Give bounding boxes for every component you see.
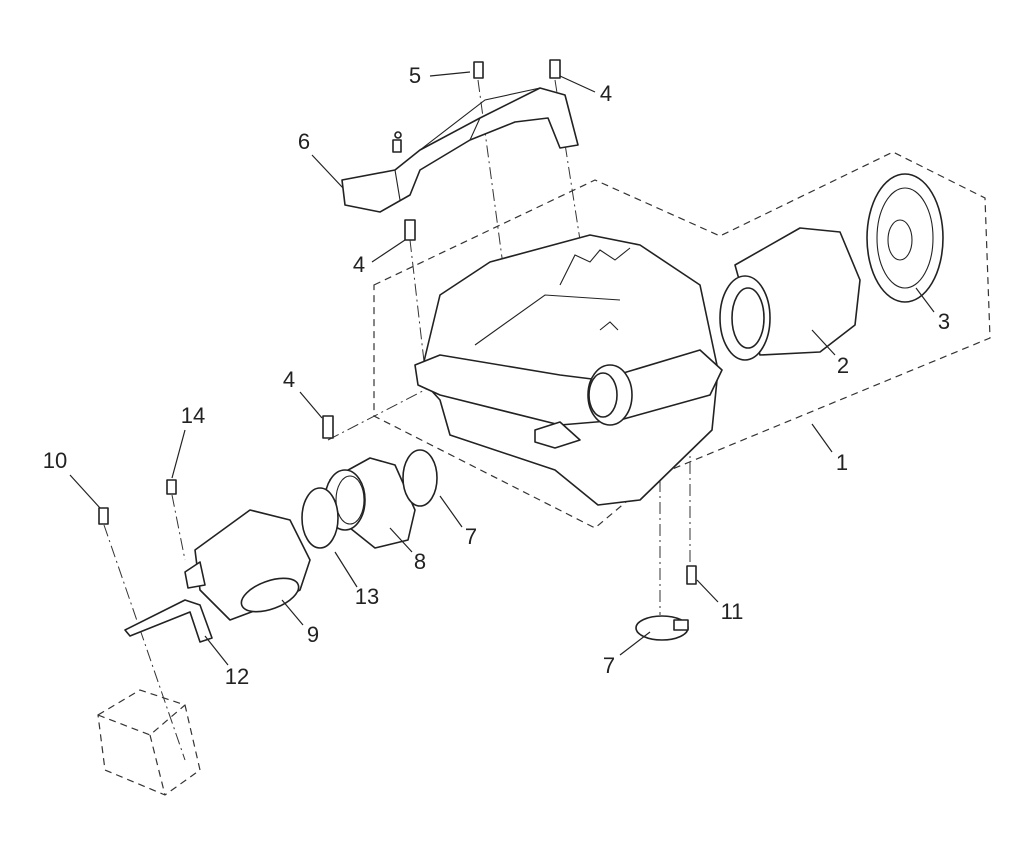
bolt-5	[473, 61, 484, 79]
nut-5	[394, 131, 402, 139]
bolt-4-left	[404, 219, 416, 241]
battery-box-reference	[97, 689, 201, 796]
callouts: 5 4 6 4 3 2 1 4 14 10 7 8 13 9 11 7 12	[43, 63, 950, 689]
bolt-11	[686, 565, 697, 585]
intake-coupler	[324, 457, 416, 549]
assembly-1-boundary	[373, 151, 991, 529]
callout-12: 12	[225, 664, 249, 689]
callout-7-upper: 7	[465, 524, 477, 549]
bolt-4-top	[549, 59, 561, 79]
callout-5: 5	[409, 63, 421, 88]
callout-3: 3	[938, 309, 950, 334]
hose-clamp-lower	[635, 615, 689, 641]
callout-7-lower: 7	[603, 653, 615, 678]
bolt-14	[166, 479, 177, 495]
callout-6: 6	[298, 129, 310, 154]
air-filter	[719, 227, 861, 361]
bolts	[98, 59, 697, 585]
callout-14: 14	[181, 403, 205, 428]
callout-2: 2	[837, 353, 849, 378]
upper-intake-cover	[341, 87, 579, 213]
lower-intake-duct	[184, 509, 311, 621]
hose-clamp-upper	[402, 449, 438, 507]
callout-4-top: 4	[600, 81, 612, 106]
callout-13: 13	[355, 584, 379, 609]
callout-9: 9	[307, 622, 319, 647]
callout-11: 11	[721, 599, 744, 624]
callout-10: 10	[43, 448, 67, 473]
leader-lines	[69, 71, 935, 666]
air-box	[414, 234, 723, 506]
hose-clamp-13	[301, 487, 339, 549]
callout-4-lower: 4	[283, 367, 295, 392]
bolt-10	[98, 507, 109, 525]
callout-8: 8	[414, 549, 426, 574]
callout-1: 1	[836, 450, 848, 475]
mounting-bracket	[124, 599, 213, 643]
callout-4-left: 4	[353, 252, 365, 277]
bolt-4-lower	[322, 415, 334, 439]
air-box-end-cover	[866, 173, 944, 303]
